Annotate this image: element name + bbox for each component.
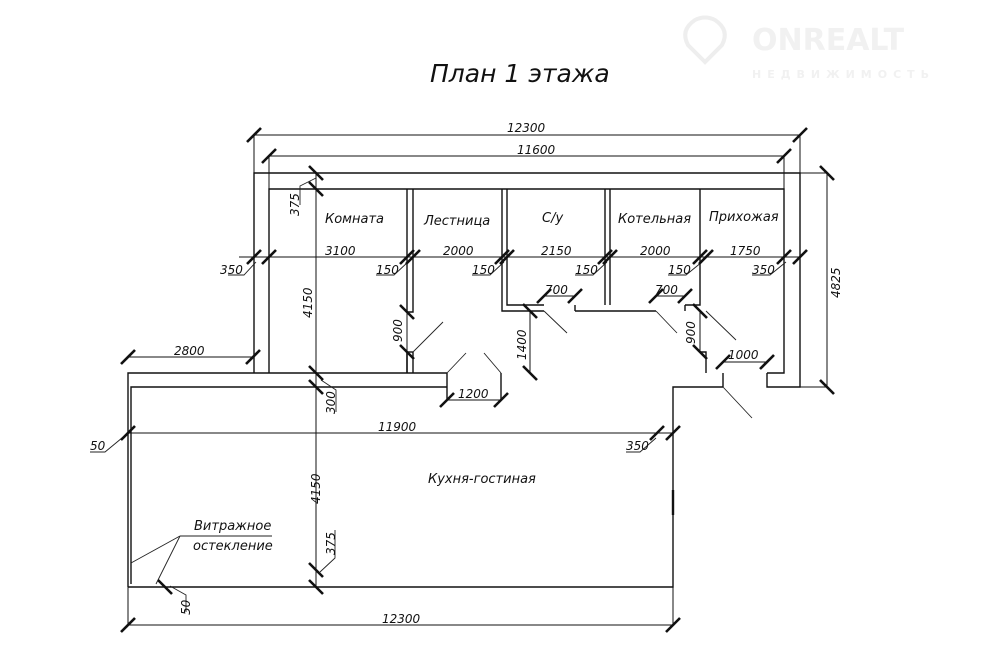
dim-door-entry: 1000 — [728, 348, 759, 362]
dim-bath-depth: 1400 — [515, 329, 529, 360]
glazing-label-1: Витражное — [194, 519, 271, 534]
dim-room-width: 3100 — [325, 244, 356, 258]
room-label-bathroom: С/у — [542, 211, 563, 226]
dim-bath-width: 2150 — [541, 244, 572, 258]
door-swings — [130, 310, 753, 585]
dim-door-hall: 900 — [684, 321, 698, 344]
glazing-label-2: остекление — [193, 539, 273, 554]
room-label-hall: Прихожая — [709, 210, 779, 225]
room-label-room: Комната — [325, 212, 384, 227]
dim-door-bath: 700 — [545, 283, 568, 297]
dim-offset-left: 2800 — [174, 344, 205, 358]
dim-partition-3: 150 — [575, 263, 598, 277]
dim-glass-bottom: 50 — [179, 599, 193, 615]
dim-partition-1: 150 — [376, 263, 399, 277]
dim-kitchen-depth: 4150 — [309, 473, 323, 504]
dim-boiler-width: 2000 — [640, 244, 671, 258]
dim-glass-left: 50 — [90, 439, 106, 453]
lower-block-walls — [127, 372, 724, 588]
dim-stairs-width: 2000 — [443, 244, 474, 258]
dim-wall-left: 350 — [220, 263, 243, 277]
dim-door-stairs: 900 — [391, 319, 405, 342]
watermark-brand: ONREALT — [752, 23, 905, 58]
dim-kitchen-wall-right: 350 — [626, 439, 649, 453]
upper-block-walls — [253, 172, 801, 388]
dim-wall-mid: 300 — [324, 391, 338, 414]
dim-kitchen-width: 11900 — [378, 420, 417, 434]
dimension-labels: 12300 11600 3100 2000 2150 2000 1750 350… — [90, 121, 843, 626]
dim-wall-top: 375 — [288, 193, 302, 216]
watermark-logo: ONREALT НЕДВИЖИМОСТЬ — [683, 15, 935, 81]
room-labels: Комната Лестница С/у Котельная Прихожая … — [193, 210, 779, 554]
room-label-boiler: Котельная — [618, 212, 691, 227]
dim-door-kitchen: 1200 — [458, 387, 489, 401]
dim-bottom-total: 12300 — [382, 612, 421, 626]
dim-hall-width: 1750 — [730, 244, 761, 258]
dim-partition-4: 150 — [668, 263, 691, 277]
dimension-ticks — [120, 127, 835, 633]
dim-door-boiler: 700 — [655, 283, 678, 297]
room-label-stairs: Лестница — [423, 214, 490, 229]
house-pin-icon — [683, 15, 727, 65]
dim-top-depth: 4150 — [301, 287, 315, 318]
dim-top-inner: 11600 — [517, 143, 556, 157]
dim-wall-right: 350 — [752, 263, 775, 277]
dim-top-total: 12300 — [507, 121, 546, 135]
plan-title: План 1 этажа — [430, 59, 610, 88]
watermark-subtitle: НЕДВИЖИМОСТЬ — [752, 68, 935, 81]
dim-partition-2: 150 — [472, 263, 495, 277]
dim-wall-bottom: 375 — [324, 532, 338, 555]
dim-height-right: 4825 — [829, 267, 843, 298]
room-label-kitchen: Кухня-гостиная — [428, 472, 536, 487]
dimension-lines — [90, 134, 828, 626]
